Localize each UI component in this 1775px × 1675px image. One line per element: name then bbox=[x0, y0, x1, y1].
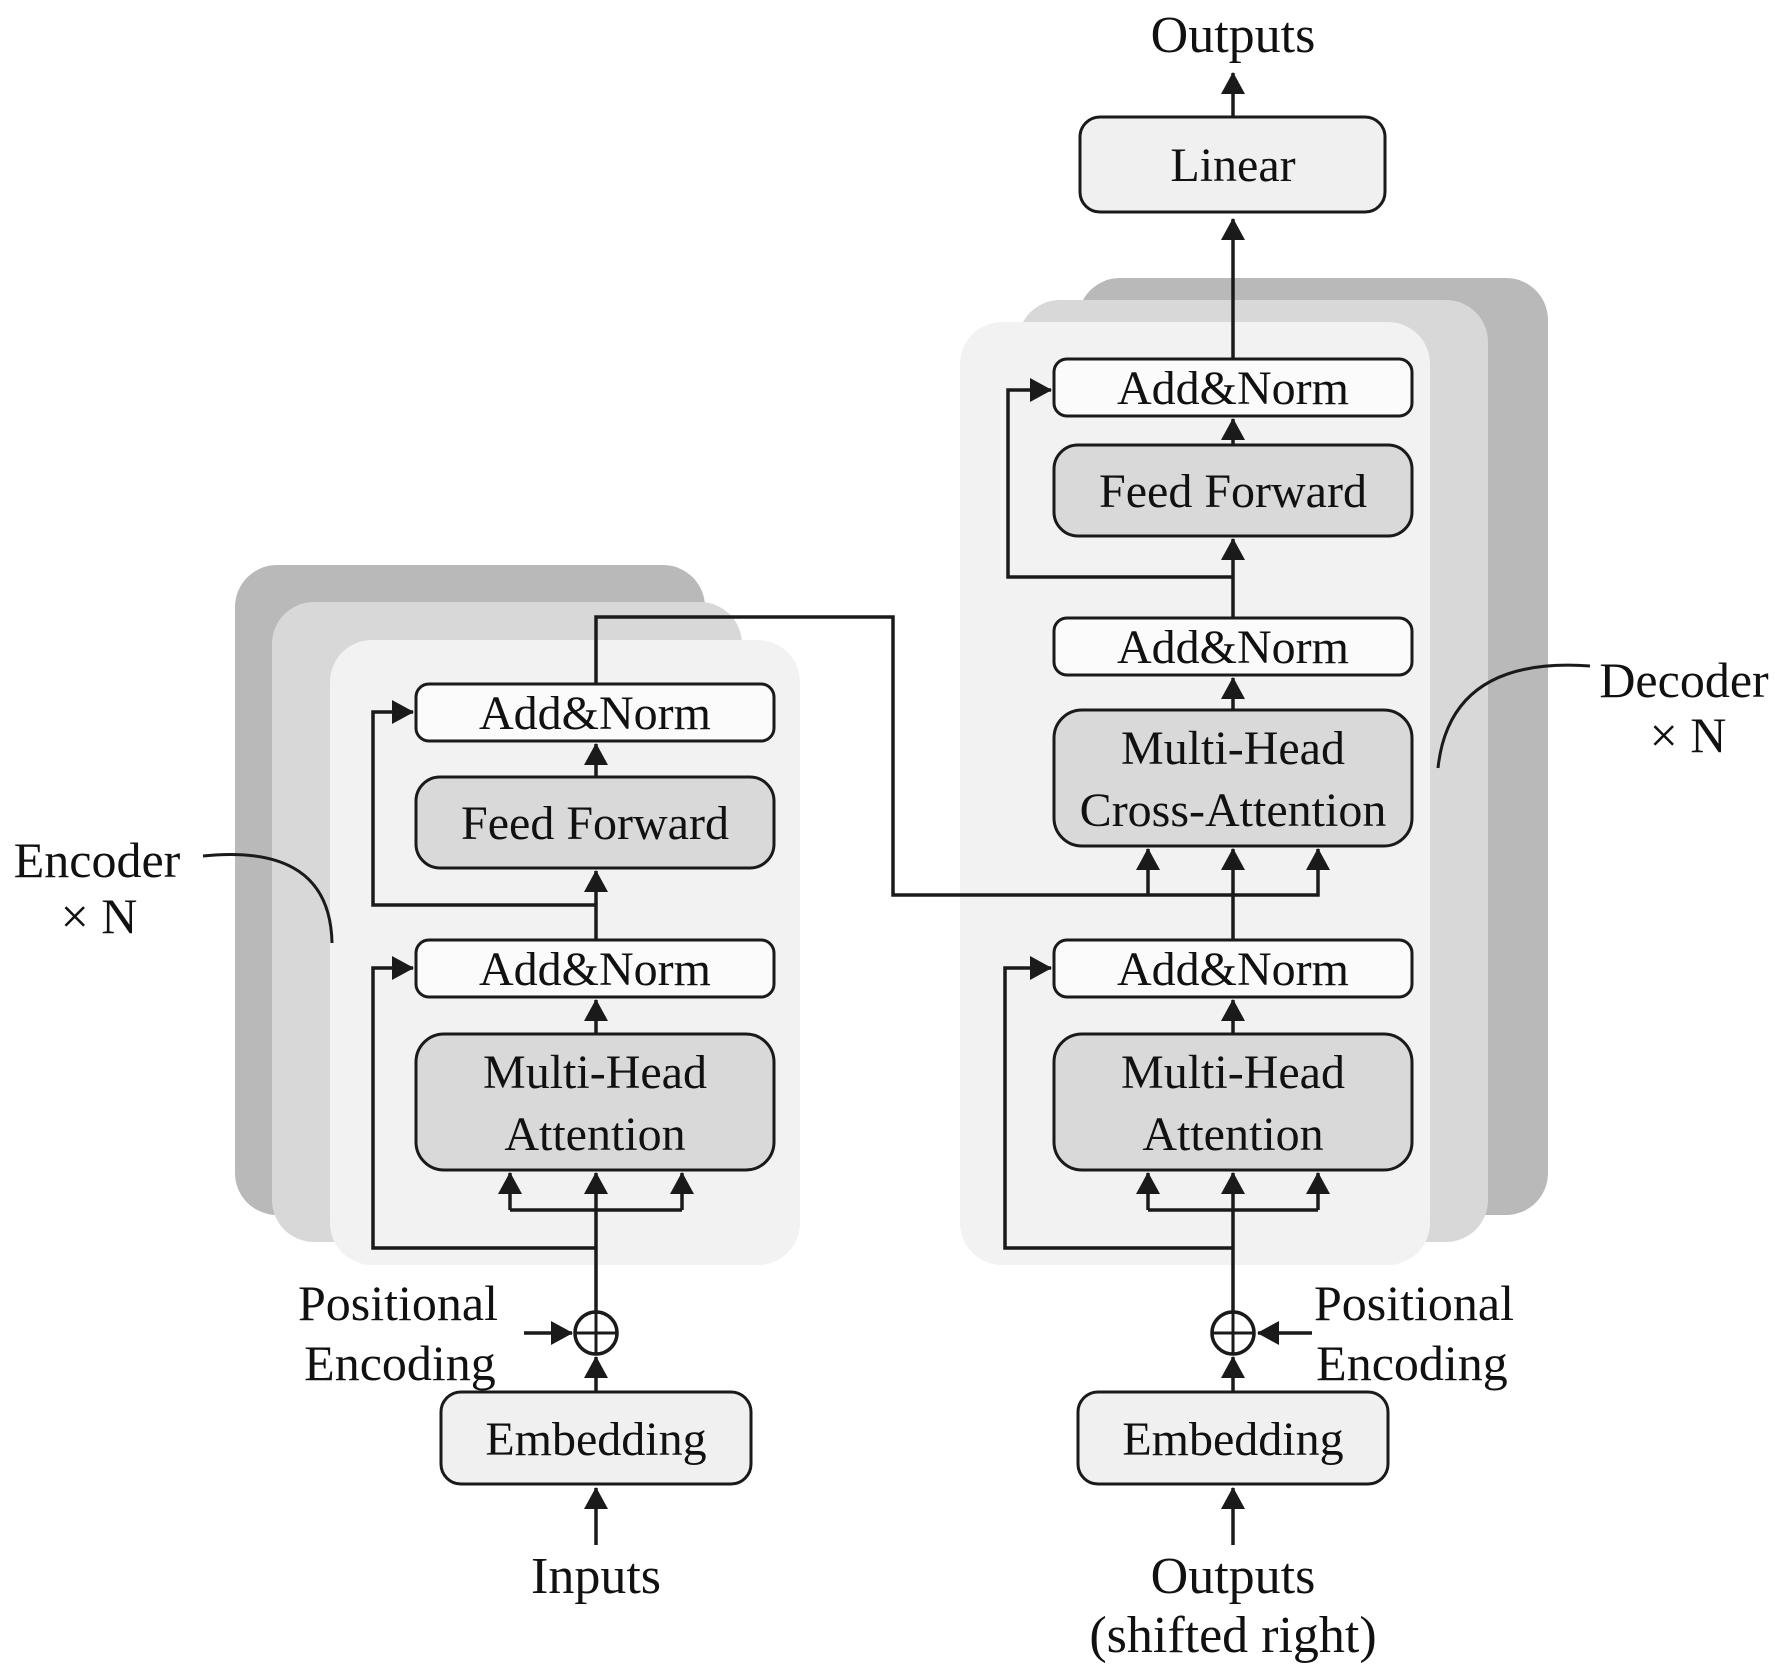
connector-residual-around-feedforward bbox=[1006, 378, 1233, 579]
encoder-feedforward-box bbox=[414, 775, 776, 870]
encoder-label: Encoder bbox=[14, 832, 181, 888]
encoder-positional-add bbox=[573, 1310, 619, 1356]
decoder-addnorm-middle-block: Add&Norm bbox=[1052, 616, 1414, 677]
decoder-addnorm-top-box bbox=[1052, 357, 1414, 418]
encoder-label-arc bbox=[202, 853, 334, 944]
encoder-multihead-attention-box bbox=[414, 1032, 776, 1172]
encoder-multihead-attention-label-line2: Attention bbox=[504, 1108, 685, 1161]
decoder-multihead-attention-label-line2: Attention bbox=[1142, 1108, 1323, 1161]
decoder-addnorm-middle-box bbox=[1052, 616, 1414, 677]
connector-residual-around-feedforward bbox=[371, 700, 596, 907]
positional-label-line2: Encoding bbox=[304, 1335, 496, 1391]
encoder-positional-encoding-label: Positional Encoding bbox=[298, 1275, 498, 1391]
decoder-cross-attention-box bbox=[1052, 708, 1414, 848]
encoder-embedding-label: Embedding bbox=[485, 1413, 706, 1466]
decoder-connectors bbox=[1003, 72, 1330, 1545]
positional-label-line1: Positional bbox=[1314, 1275, 1514, 1331]
decoder-embedding-label: Embedding bbox=[1122, 1413, 1343, 1466]
decoder-addnorm-middle-label: Add&Norm bbox=[1117, 621, 1349, 674]
connector-residual-around-attention bbox=[371, 956, 596, 1250]
encoder-addnorm-bottom-label: Add&Norm bbox=[479, 943, 711, 996]
encoder-feedforward-label: Feed Forward bbox=[461, 797, 729, 850]
outputs-top-label: Outputs bbox=[1151, 7, 1316, 64]
encoder-multihead-attention-label-line1: Multi-Head bbox=[483, 1046, 707, 1099]
decoder-feedforward-label: Feed Forward bbox=[1099, 465, 1367, 518]
encoder-addnorm-bottom-box bbox=[414, 938, 776, 999]
outputs-bottom-label-line1: Outputs bbox=[1151, 1548, 1316, 1605]
decoder-positional-add bbox=[1210, 1310, 1256, 1356]
decoder-addnorm-bottom-block: Add&Norm bbox=[1052, 938, 1414, 999]
decoder-feedforward-block: Feed Forward bbox=[1052, 443, 1414, 538]
plus-cross-icon bbox=[1213, 1313, 1253, 1353]
inputs-label: Inputs bbox=[531, 1548, 661, 1605]
linear-box bbox=[1078, 115, 1387, 214]
decoder-addnorm-bottom-label: Add&Norm bbox=[1117, 943, 1349, 996]
encoder-connectors bbox=[371, 615, 1330, 1545]
encoder-embedding-block: Embedding bbox=[439, 1390, 753, 1486]
connector-residual-around-attention bbox=[1003, 956, 1233, 1250]
encoder-blocks: Add&Norm Feed Forward Add&Norm Multi-Hea… bbox=[414, 682, 776, 1486]
encoder-addnorm-top-label: Add&Norm bbox=[479, 687, 711, 740]
decoder-addnorm-top-label: Add&Norm bbox=[1117, 362, 1349, 415]
decoder-addnorm-top-block: Add&Norm bbox=[1052, 357, 1414, 418]
decoder-multihead-attention-box bbox=[1052, 1032, 1414, 1172]
decoder-blocks: Linear Add&Norm Feed Forward Add&Norm Mu… bbox=[1052, 115, 1414, 1486]
decoder-multihead-attention-label-line1: Multi-Head bbox=[1121, 1046, 1345, 1099]
decoder-multiplier: × N bbox=[1650, 707, 1727, 763]
encoder-addnorm-top-box bbox=[414, 682, 776, 743]
encoder-multihead-attention-block: Multi-Head Attention bbox=[414, 1032, 776, 1172]
decoder-stack-label: Decoder × N bbox=[1436, 652, 1769, 769]
decoder-positional-encoding-label: Positional Encoding bbox=[1314, 1275, 1514, 1391]
connector-encoder-output-to-cross-attention bbox=[594, 615, 1330, 897]
decoder-addnorm-bottom-box bbox=[1052, 938, 1414, 999]
decoder-embedding-box bbox=[1076, 1390, 1390, 1486]
encoder-addnorm-bottom-block: Add&Norm bbox=[414, 938, 776, 999]
positional-label-line1: Positional bbox=[298, 1275, 498, 1331]
decoder-embedding-block: Embedding bbox=[1076, 1390, 1390, 1486]
decoder-cross-attention-block: Multi-Head Cross-Attention bbox=[1052, 708, 1414, 848]
encoder-addnorm-top-block: Add&Norm bbox=[414, 682, 776, 743]
positional-label-line2: Encoding bbox=[1316, 1335, 1508, 1391]
encoder-feedforward-block: Feed Forward bbox=[414, 775, 776, 870]
linear-label: Linear bbox=[1170, 139, 1295, 192]
encoder-stack-label: Encoder × N bbox=[14, 832, 334, 944]
decoder-cross-attention-label-line2: Cross-Attention bbox=[1080, 784, 1387, 837]
decoder-cross-attention-label-line1: Multi-Head bbox=[1121, 722, 1345, 775]
outputs-bottom-label-line2: (shifted right) bbox=[1089, 1607, 1376, 1664]
linear-block: Linear bbox=[1078, 115, 1387, 214]
decoder-label: Decoder bbox=[1599, 652, 1769, 708]
plus-cross-icon bbox=[576, 1313, 616, 1353]
encoder-embedding-box bbox=[439, 1390, 753, 1486]
decoder-feedforward-box bbox=[1052, 443, 1414, 538]
decoder-label-arc bbox=[1436, 663, 1591, 769]
decoder-multihead-attention-block: Multi-Head Attention bbox=[1052, 1032, 1414, 1172]
encoder-multiplier: × N bbox=[61, 888, 138, 944]
